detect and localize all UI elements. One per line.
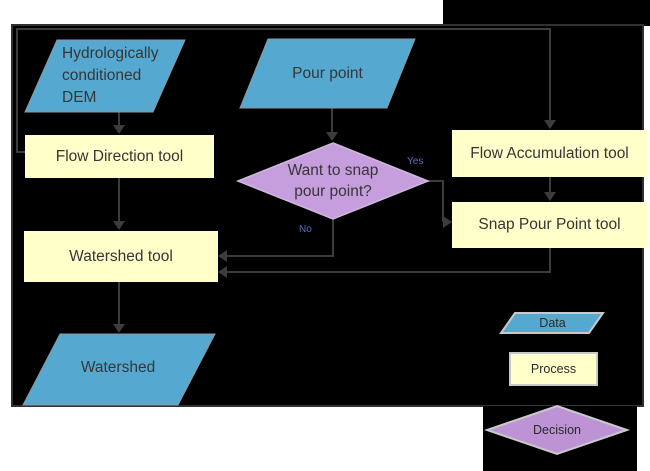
watershed-tool-label: Watershed tool: [69, 247, 173, 265]
pour-point-parallelogram: [239, 38, 416, 109]
legend-decision-diamond: [483, 404, 631, 456]
dem-label: Hydrologically conditioned DEM: [62, 45, 159, 106]
arrowhead-dem-to-flow-direction: [113, 125, 125, 134]
arrowhead-to-watershed: [113, 324, 125, 333]
arrowhead-snap-to-watershed-tool: [218, 266, 227, 278]
top-right-black-block: [443, 0, 650, 26]
no-branch-label: No: [299, 224, 312, 235]
legend-process-box: [509, 352, 598, 386]
arrowhead-to-decision: [326, 132, 338, 141]
arrowhead-yes-to-snap: [443, 216, 452, 228]
edge-decision-yes-to-snap: [428, 180, 444, 222]
arrowhead-to-flow-accumulation: [544, 120, 556, 129]
legend-data-parallelogram: [499, 312, 605, 334]
arrowhead-no-to-watershed-tool: [218, 250, 227, 262]
yes-branch-label: Yes: [407, 156, 424, 167]
edge-decision-no-to-watershed-tool: [227, 219, 334, 257]
flow-accumulation-box: [452, 130, 647, 177]
snap-pour-point-label: Snap Pour Point tool: [478, 216, 621, 233]
legend-process-label: Process: [530, 362, 577, 376]
flow-direction-box: [25, 135, 214, 178]
flow-accumulation-label: Flow Accumulation tool: [470, 144, 629, 162]
edge-flow-direction-to-flow-accumulation: [16, 28, 551, 153]
arrowhead-to-snap-top: [544, 192, 556, 201]
legend-data-label: Data: [539, 316, 566, 330]
dem-parallelogram: [24, 39, 186, 113]
arrowhead-to-watershed-tool-top: [113, 221, 125, 230]
flow-direction-label: Flow Direction tool: [55, 147, 184, 165]
decision-label: Want to snap pour point?: [287, 162, 379, 200]
watershed-tool-box: [24, 231, 218, 282]
decision-diamond: [235, 142, 431, 220]
pour-point-label: Pour point: [292, 65, 363, 82]
legend-decision-label: Decision: [533, 423, 581, 437]
snap-pour-point-box: [452, 202, 647, 248]
watershed-label: Watershed: [80, 359, 156, 376]
edge-snap-to-watershed-tool: [227, 248, 551, 273]
watershed-parallelogram: [22, 333, 216, 406]
